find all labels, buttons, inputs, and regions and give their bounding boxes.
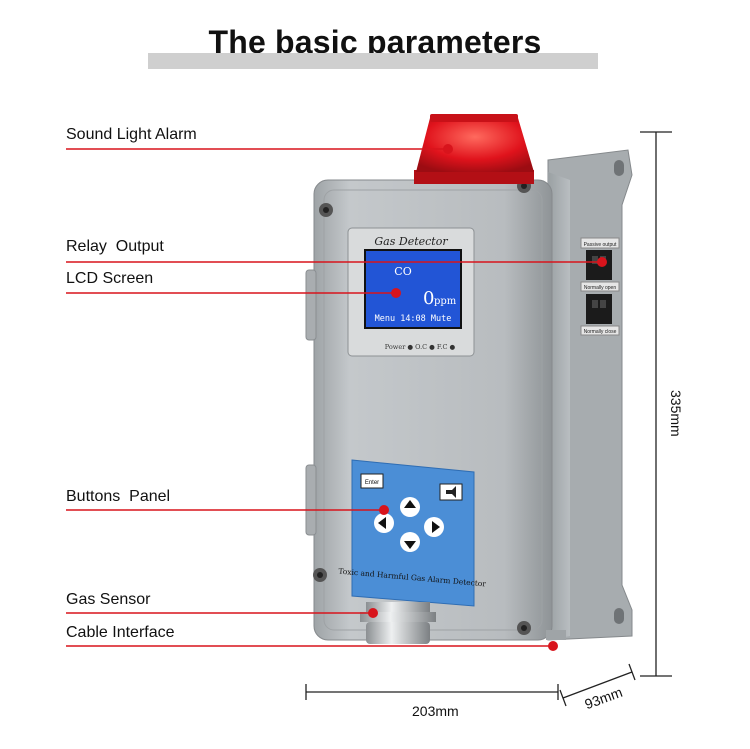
lcd-status: Menu 14:08 Mute bbox=[375, 314, 452, 324]
lcd-window: Gas Detector CO 0 ppm Menu 14:08 Mute Po… bbox=[347, 227, 475, 357]
svg-text:Normally close: Normally close bbox=[584, 329, 617, 335]
svg-text:Normally open: Normally open bbox=[584, 285, 616, 291]
lcd-value: 0 bbox=[423, 288, 434, 309]
callout-lines bbox=[66, 148, 602, 647]
arrow-up-icon bbox=[404, 500, 416, 508]
arrow-right-icon bbox=[432, 521, 440, 533]
dimension-height: 335mm bbox=[668, 390, 684, 437]
buttons-panel: Enter Toxic and Harmful Gas Alarm Detect… bbox=[338, 459, 487, 607]
relay-output-terminals: Passive output Normally open Normally cl… bbox=[580, 237, 620, 336]
sound-light-alarm-beacon bbox=[414, 114, 534, 184]
svg-text:Enter: Enter bbox=[365, 480, 379, 486]
gas-sensor bbox=[360, 602, 436, 644]
label-relay-output: Relay Output bbox=[66, 238, 164, 255]
dimension-lines bbox=[305, 131, 672, 707]
label-buttons-panel: Buttons Panel bbox=[66, 488, 171, 505]
cable-interface bbox=[546, 630, 566, 640]
svg-text:Passive output: Passive output bbox=[584, 242, 617, 248]
label-gas-sensor: Gas Sensor bbox=[66, 591, 151, 608]
dimension-width: 203mm bbox=[412, 703, 459, 719]
callout-dots bbox=[368, 144, 607, 651]
screen-label: Gas Detector bbox=[374, 235, 448, 248]
arrow-keys bbox=[374, 497, 444, 552]
label-sound-light-alarm: Sound Light Alarm bbox=[66, 126, 197, 143]
label-cable-interface: Cable Interface bbox=[66, 624, 175, 641]
arrow-down-icon bbox=[404, 541, 416, 549]
mute-icon bbox=[446, 486, 456, 498]
indicator-lights: Power ● O.C ● F.C ● bbox=[385, 343, 456, 351]
label-lcd-screen: LCD Screen bbox=[66, 270, 154, 287]
lcd-gas-name: CO bbox=[394, 265, 411, 278]
arrow-left-icon bbox=[378, 517, 386, 529]
enter-button bbox=[360, 473, 384, 489]
lcd-unit: ppm bbox=[434, 296, 457, 307]
lcd-screen bbox=[364, 249, 462, 329]
title-underline bbox=[148, 53, 598, 69]
housing-side bbox=[548, 172, 570, 640]
